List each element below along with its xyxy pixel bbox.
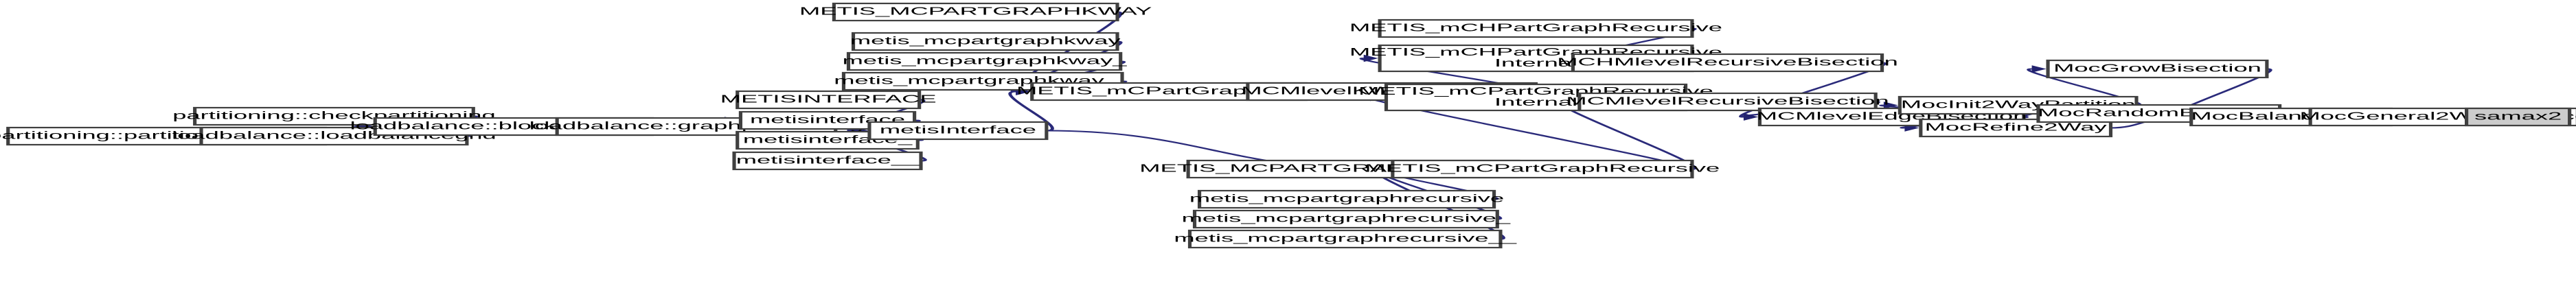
node-metis-mcpartgraphkway[interactable]: metis_mcpartgraphkway bbox=[850, 32, 1121, 51]
node-mcmlevelrecursivebisection[interactable]: MCMlevelRecursiveBisection bbox=[1566, 92, 1889, 112]
node-label: MCMlevelRecursiveBisection bbox=[1566, 95, 1889, 107]
node-box[interactable] bbox=[736, 90, 922, 110]
node-label: metis_mcpartgraphrecursive_ bbox=[1182, 213, 1511, 224]
node-metis-mcpartgraphrecursive[interactable]: METIS_mCPartGraphRecursive bbox=[1365, 159, 1720, 179]
node-label: metisInterface bbox=[880, 124, 1036, 136]
node-box[interactable] bbox=[1391, 159, 1694, 179]
arrowhead-icon bbox=[2031, 65, 2047, 73]
node-label: MocRefine2Way bbox=[1925, 121, 2107, 133]
node-box[interactable] bbox=[867, 121, 1049, 141]
node-label: METISINTERFACE bbox=[720, 93, 937, 105]
node-label: metis_mcpartgraphrecursive bbox=[1189, 193, 1504, 204]
node-label: metis_mcpartgraphkway_ bbox=[843, 55, 1127, 67]
arrowhead-icon bbox=[1743, 113, 1759, 121]
arrowhead-icon bbox=[1883, 102, 1899, 109]
node-label: MCHMlevelRecursiveBisection bbox=[1557, 56, 1898, 68]
node-box[interactable] bbox=[1192, 209, 1499, 229]
node-box[interactable] bbox=[1571, 53, 1884, 73]
node-layer: partitioning::partitionandreadgridpartit… bbox=[0, 2, 2576, 249]
node-box[interactable] bbox=[832, 2, 1119, 22]
node-label: MocGrowBisection bbox=[2053, 62, 2261, 74]
node-box[interactable] bbox=[851, 32, 1119, 51]
node-metis-mcpartgraphkway[interactable]: metis_mcpartgraphkway__ bbox=[834, 71, 1132, 91]
node-label: metis_mcpartgraphrecursive__ bbox=[1174, 233, 1516, 244]
node-box[interactable] bbox=[1187, 229, 1503, 249]
arrowhead-icon bbox=[1363, 54, 1378, 62]
node-metis-mchpartgraphrecursive[interactable]: METIS_mCHPartGraphRecursive bbox=[1349, 19, 1722, 38]
node-label: METIS_mCPartGraphKway bbox=[1016, 85, 1321, 97]
node-metisinterface[interactable]: metisInterface bbox=[867, 121, 1049, 141]
node-partitioning-checkpartitioning[interactable]: partitioning::checkpartitioning bbox=[172, 106, 496, 126]
node-box[interactable] bbox=[732, 151, 923, 171]
node-box[interactable] bbox=[1378, 19, 1694, 38]
node-label: metisinterface bbox=[750, 114, 905, 126]
node-box[interactable] bbox=[1197, 189, 1496, 209]
node-box[interactable] bbox=[2465, 107, 2572, 127]
node-label: metis_mcpartgraphkway bbox=[850, 35, 1121, 47]
node-box[interactable] bbox=[2046, 59, 2269, 79]
edge-mocinit2waypartition-to-mocgrowbisection bbox=[2027, 65, 2142, 106]
node-metis-mcpartgraphrecursive[interactable]: metis_mcpartgraphrecursive_ bbox=[1182, 209, 1511, 229]
node-label: METIS_mCHPartGraphRecursive bbox=[1349, 22, 1722, 34]
node-metisinterface[interactable]: metisinterface__ bbox=[732, 151, 923, 171]
node-samax2[interactable]: samax2 bbox=[2465, 107, 2572, 127]
node-label: METIS_MCPARTGRAPHKWAY bbox=[799, 5, 1152, 17]
node-mocgrowbisection[interactable]: MocGrowBisection bbox=[2046, 59, 2269, 79]
node-metis-mcpartgraphrecursive[interactable]: metis_mcpartgraphrecursive__ bbox=[1174, 229, 1517, 249]
node-metis-mcpartgraphkway[interactable]: METIS_MCPARTGRAPHKWAY bbox=[799, 2, 1152, 22]
node-mchmlevelrecursivebisection[interactable]: MCHMlevelRecursiveBisection bbox=[1557, 53, 1898, 73]
node-metisinterface[interactable]: METISINTERFACE bbox=[720, 90, 937, 110]
node-label: samax2 bbox=[2474, 110, 2562, 122]
node-box[interactable] bbox=[846, 51, 1123, 71]
node-box[interactable] bbox=[1577, 92, 1878, 112]
node-label: METIS_mCPartGraphRecursive bbox=[1365, 163, 1720, 174]
node-label: metisinterface__ bbox=[736, 154, 920, 166]
node-metis-mcpartgraphrecursive[interactable]: metis_mcpartgraphrecursive bbox=[1189, 189, 1504, 209]
node-metis-mcpartgraphkway[interactable]: metis_mcpartgraphkway_ bbox=[843, 51, 1127, 71]
